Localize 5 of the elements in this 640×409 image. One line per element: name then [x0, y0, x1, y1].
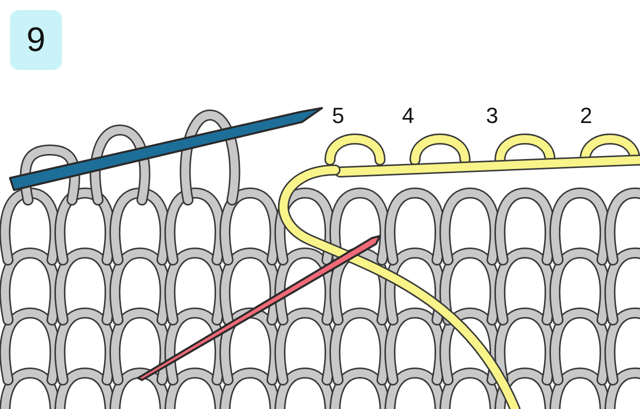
stitch-number: 4 — [402, 104, 414, 128]
stitch-number: 3 — [486, 104, 498, 128]
stitch-number: 5 — [332, 104, 344, 128]
step-number: 9 — [10, 10, 62, 70]
stitch-number: 2 — [580, 104, 592, 128]
